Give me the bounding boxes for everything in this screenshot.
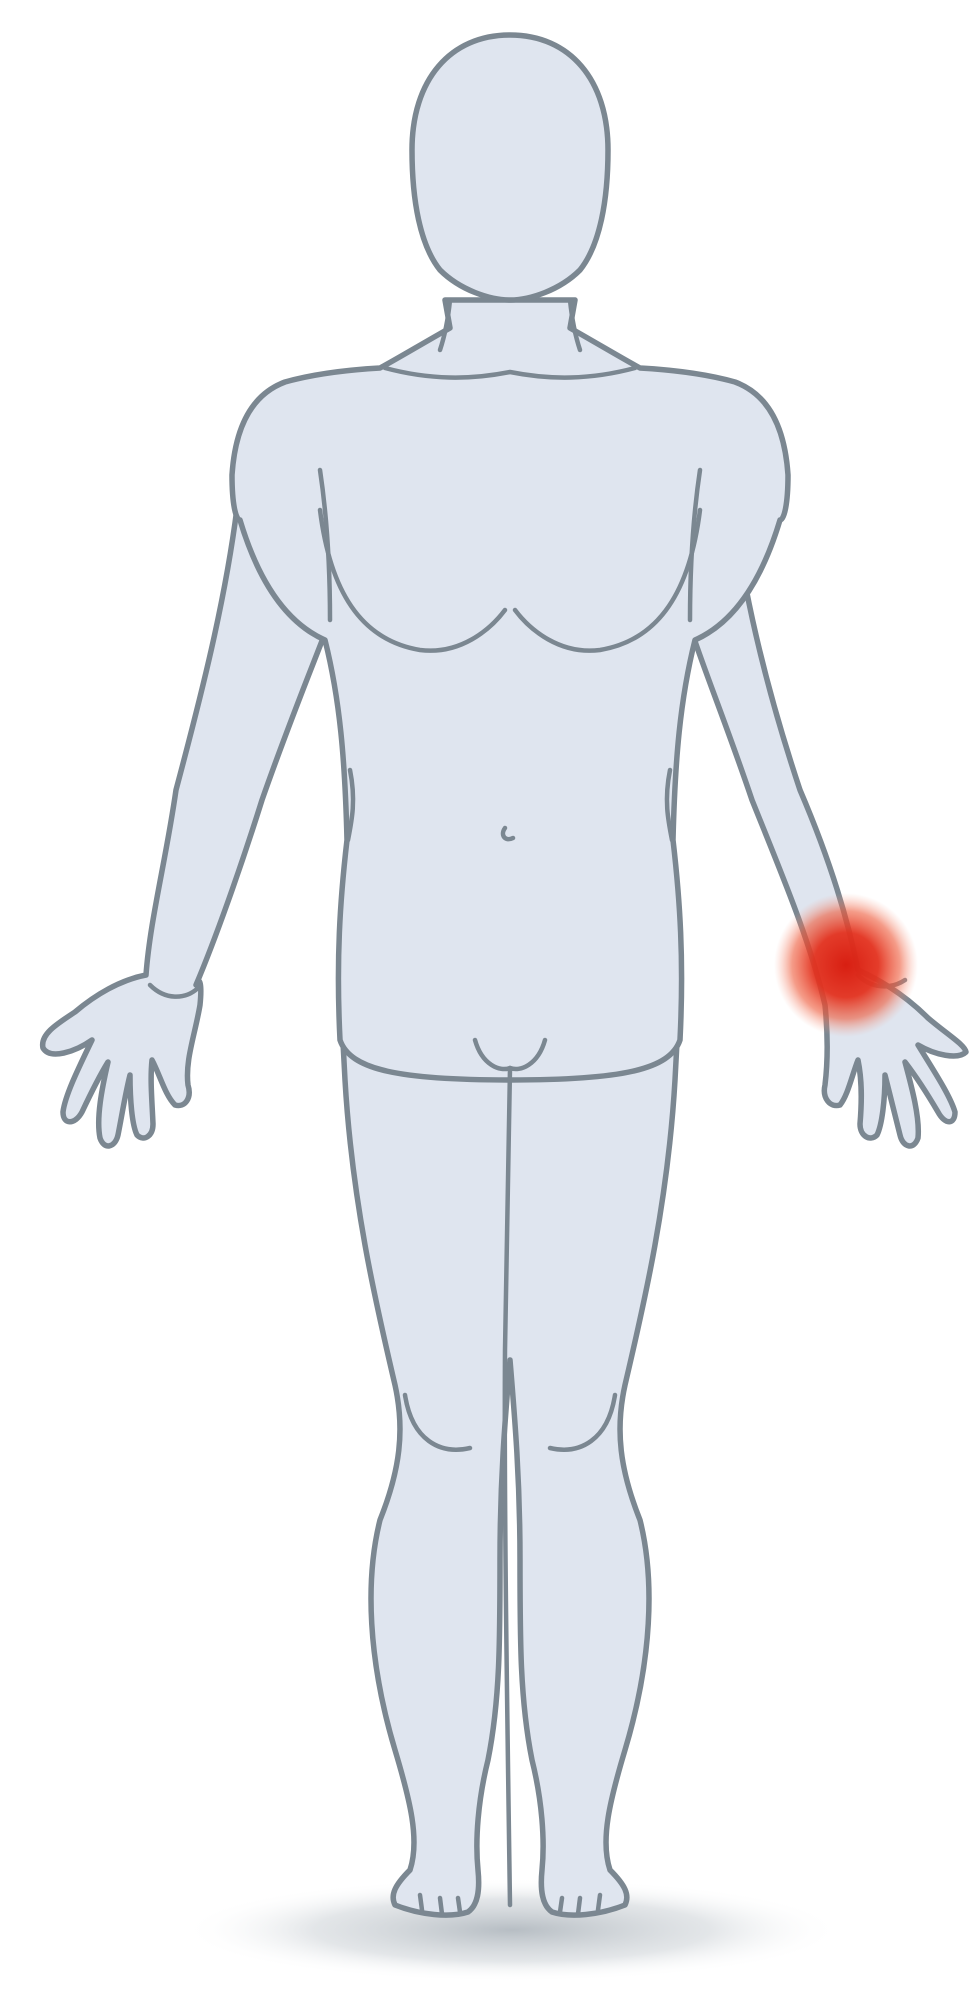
torso	[232, 300, 788, 1080]
pain-highlight	[774, 893, 918, 1037]
head	[412, 35, 608, 300]
leg-separation-line	[505, 1068, 510, 1905]
